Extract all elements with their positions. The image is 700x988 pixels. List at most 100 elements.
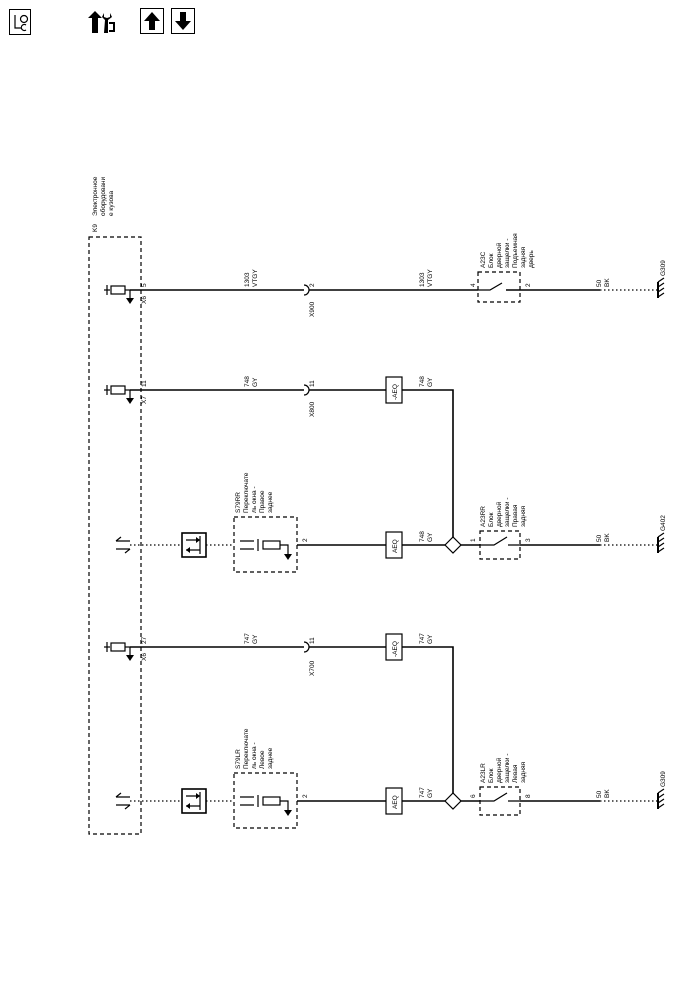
switch-s79lr-name-line4: заднее [267,747,274,769]
diagnostic-tool-icon [88,11,115,33]
module-k9-box [88,236,142,835]
component-a23c-name-line1: Блок [488,253,495,268]
component-a23rr-id: A23RR [480,506,487,527]
wire-number-label: 1303 [419,272,426,287]
ground-label: G309 [660,260,667,276]
wire-color-label: GY [427,788,434,798]
diagnostic-tool-button[interactable] [86,7,118,37]
module-k9-name-line1: Электронное [92,176,99,216]
wire-number-label: 747 [419,787,426,798]
arrow-down-button[interactable] [171,8,195,34]
ground-wire-color: BK [604,789,611,798]
module-k9-name-line2: оборудовани [99,176,107,216]
component-a23c-name-line4: Подъемная [512,233,519,268]
switch-pin-label: 2 [302,794,309,798]
switch-terminal-icon [240,795,292,816]
component-a23rr-name-line5: задняя [520,506,527,527]
connector-x6-label: X6 [141,296,148,304]
component-a23lr-name-line5: задняя [520,762,527,783]
connector-pin-label: 11 [141,380,148,387]
component-a23rr-name-line1: Блок [488,512,495,527]
wire-color-label: VTGY [427,269,434,287]
ground-wire-color: BK [604,278,611,287]
aeq-label: -AEQ [392,641,399,657]
inline-connector-label: X800 [309,401,316,417]
ground-label: G309 [660,771,667,787]
wire-color-label: GY [427,634,434,644]
component-a23c-name-line5: задняя [520,247,527,268]
inline-pin-label: 2 [309,283,316,287]
aeq-label: -AEQ [392,384,399,400]
wire-color-label: GY [252,377,259,387]
switch-s79lr-id: S79LR [235,749,242,769]
switch-control-icon [181,788,207,814]
ground-icon [657,277,665,298]
component-a23lr-name-line2: дверной [495,757,503,783]
ground-wire-number: 50 [596,279,603,287]
component-pin-in-label: 6 [470,794,477,798]
location-icon [14,14,29,32]
circuit-1303: X6 5 1303 VTGY 2 X900 1303 VTGY 4 2 A23C… [104,233,667,317]
arrow-up-button[interactable] [140,8,164,34]
circuit-747-switch-lr: S79LR Переключате ль окна - Левое заднее… [115,728,667,829]
ground-icon [657,788,665,809]
splice-diamond [444,536,462,554]
location-button[interactable] [9,9,31,35]
wire-number-label: 748 [419,376,426,387]
switch-s79lr-name-line1: Переключате [243,728,250,769]
connector-terminal-icon [104,642,134,661]
wire-number-label: 747 [419,633,426,644]
component-a23c-box [477,271,521,303]
switch-s79rr-box [233,516,298,573]
circuit-748-switch-rr: S79RR Переключате ль окна - Правое задне… [115,472,667,573]
switch-s79rr-name-line3: Правое [259,490,266,513]
component-a23c-name-line2: дверной [495,242,503,268]
wire-color-label: GY [427,377,434,387]
component-a23lr-name-line1: Блок [488,768,495,783]
connector-terminal-icon [104,285,134,304]
switch-control-icon [181,532,207,558]
bidirectional-arrows-icon [115,536,131,554]
aeq-label: AEQ [392,795,399,809]
component-pin-in-label: 1 [470,538,477,542]
circuit-748-k9: X7 11 748 GY 11 X800 -AEQ 748 GY [104,376,454,537]
component-pin-in-label: 4 [470,283,477,287]
connector-x7-label: X7 [141,396,148,404]
ground-wire-color: BK [604,533,611,542]
component-a23rr-name-line4: Правая [512,504,519,527]
bidirectional-arrows-icon [115,792,131,810]
switch-s79rr-name-line4: заднее [267,491,274,513]
component-a23lr-name-line4: Левая [512,764,519,783]
connector-x6-label: X6 [141,653,148,661]
component-pin-out-label: 3 [525,538,532,542]
connector-pin-label: 5 [141,283,148,287]
wire-color-label: GY [427,532,434,542]
arrow-down-icon [175,12,191,30]
component-pin-out-label: 8 [525,794,532,798]
component-a23rr-name-line2: дверной [495,501,503,527]
ground-wire-number: 50 [596,790,603,798]
switch-s79lr-box [233,772,298,829]
component-a23c-id: A23C [480,251,487,268]
wire-number-label: 1303 [244,272,251,287]
switch-s79lr-name-line3: Левое [259,750,266,769]
component-a23lr-id: A23LR [480,763,487,783]
switch-s79lr-name-line2: ль окна - [251,742,258,769]
switch-terminal-icon [240,539,292,560]
ground-icon [657,532,665,553]
arrow-up-icon [144,12,160,30]
component-a23lr-name-line3: защелки - [504,753,511,783]
component-a23c-name-line3: защелки - [504,238,511,268]
inline-connector-label: X900 [309,301,316,317]
switch-s79rr-id: S79RR [235,492,242,513]
ground-label: G402 [660,515,667,531]
toolbar [0,0,700,44]
component-a23rr-name-line3: защелки - [504,497,511,527]
connector-pin-label: 27 [141,636,148,644]
wire-color-label: VTGY [252,269,259,287]
inline-pin-label: 11 [309,637,316,644]
switch-pin-label: 2 [302,538,309,542]
wire-number-label: 748 [244,376,251,387]
wire-color-label: GY [252,634,259,644]
